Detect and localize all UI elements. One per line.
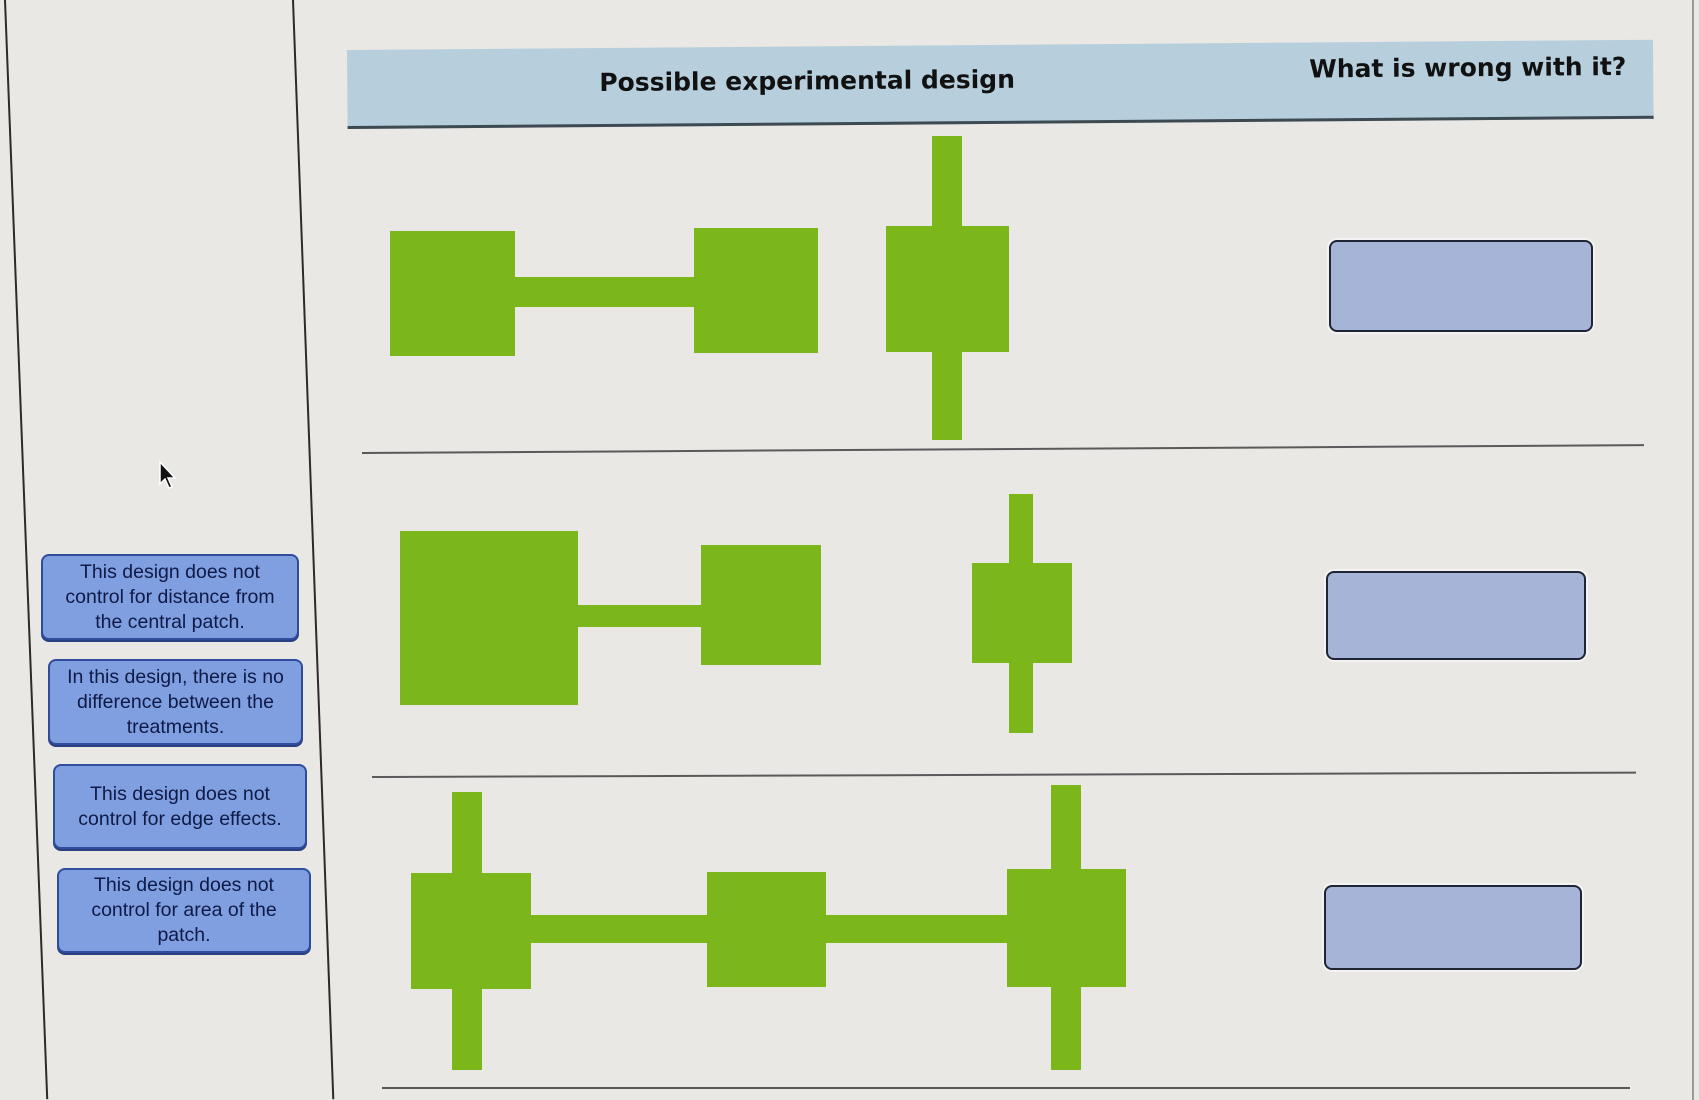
- choice-area[interactable]: This design does not control for area of…: [57, 868, 311, 953]
- choice-label: This design does not control for edge ef…: [78, 782, 282, 830]
- row-divider: [361, 444, 1644, 454]
- mouse-cursor-icon: [159, 460, 177, 489]
- header-problem: What is wrong with it?: [1309, 51, 1627, 84]
- patch: [694, 228, 818, 353]
- patch-large: [400, 531, 578, 705]
- choice-edge-effects[interactable]: This design does not control for edge ef…: [53, 764, 307, 849]
- answer-drop-zone-3[interactable]: [1324, 885, 1582, 970]
- choice-label: This design does not control for area of…: [91, 874, 277, 946]
- answer-drop-zone-1[interactable]: [1329, 240, 1593, 332]
- patch: [1007, 869, 1126, 987]
- row-divider: [382, 1087, 1630, 1089]
- patch: [707, 872, 826, 987]
- right-panel-border: [1692, 0, 1694, 1100]
- corridor: [575, 605, 705, 627]
- choice-distance[interactable]: This design does not control for distanc…: [41, 554, 299, 640]
- choice-no-difference[interactable]: In this design, there is no difference b…: [48, 659, 303, 745]
- patch-medium: [701, 545, 821, 665]
- choice-label: In this design, there is no difference b…: [67, 665, 284, 738]
- patch-small: [972, 563, 1072, 663]
- left-panel-border: [4, 0, 49, 1100]
- choice-label: This design does not control for distanc…: [65, 560, 275, 633]
- corridor: [512, 277, 698, 307]
- patch: [886, 226, 1009, 352]
- answer-drop-zone-2[interactable]: [1326, 571, 1586, 660]
- patch: [411, 873, 531, 989]
- corridor: [528, 915, 710, 943]
- table-header: Possible experimental design What is wro…: [347, 39, 1654, 129]
- corridor: [823, 915, 1010, 943]
- patch: [390, 231, 515, 356]
- header-design: Possible experimental design: [599, 64, 1016, 98]
- row-divider: [371, 771, 1636, 778]
